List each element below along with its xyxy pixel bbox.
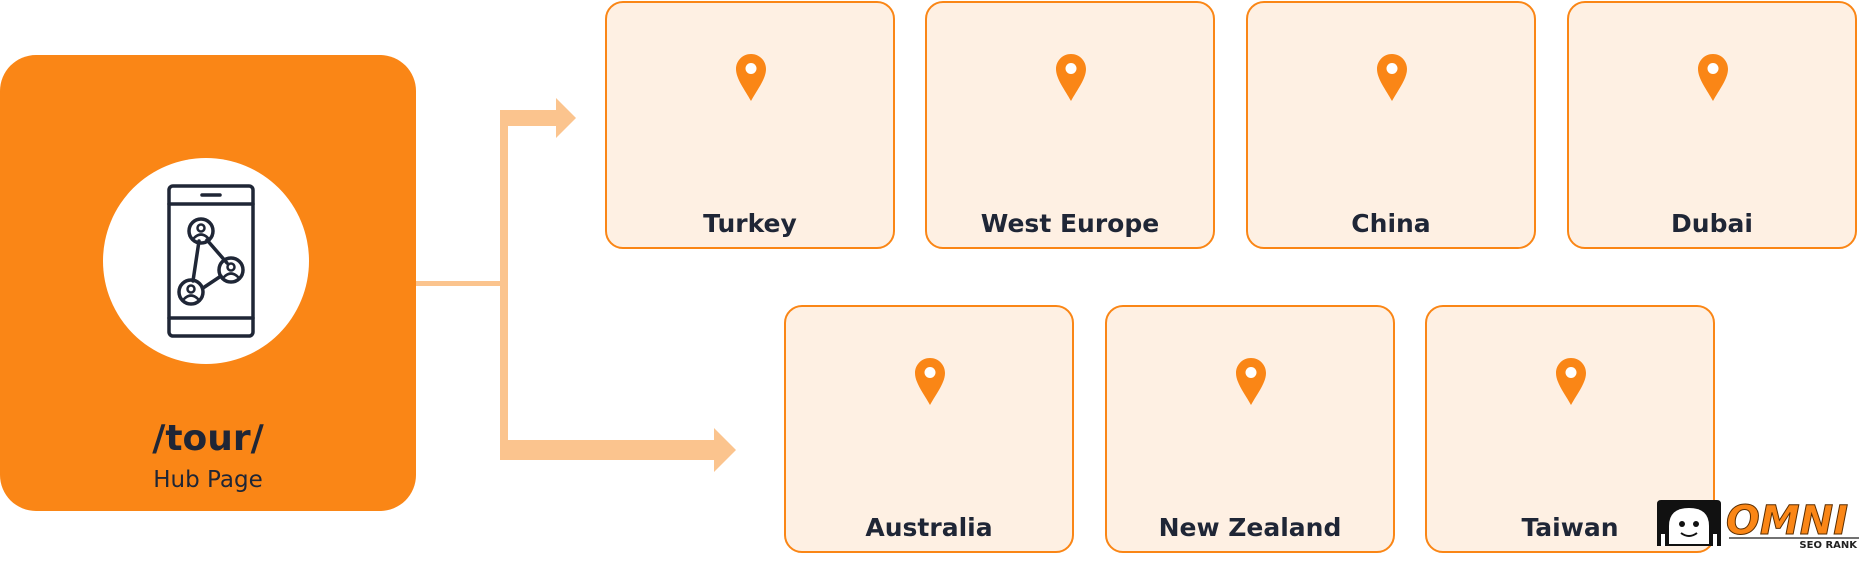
destination-label: Dubai [1671,209,1753,238]
destination-label: New Zealand [1158,513,1342,542]
destination-label: West Europe [980,209,1160,238]
connector-stem [416,281,506,286]
destination-card-australia[interactable]: Australia [784,305,1074,553]
logo-wordmark: OMNI [1726,498,1848,544]
destination-label: Taiwan [1521,513,1619,542]
omni-seo-rank-logo: OMNI SEO RANK [1657,498,1859,550]
location-pin-icon [1698,54,1728,101]
connector-trunk [500,110,508,453]
mascot-icon [1657,500,1721,546]
smartphone-network-icon [167,184,255,338]
destination-card-west-europe[interactable]: West Europe [925,1,1215,249]
location-pin-icon [1556,358,1586,405]
destination-card-dubai[interactable]: Dubai [1567,1,1857,249]
location-pin-icon [1236,358,1266,405]
logo-tagline: SEO RANK [1799,540,1858,550]
location-pin-icon [1056,54,1086,101]
destination-card-new-zealand[interactable]: New Zealand [1105,305,1395,553]
location-pin-icon [1377,54,1407,101]
destination-card-china[interactable]: China [1246,1,1536,249]
hub-icon-circle [103,158,309,364]
hub-subtitle: Hub Page [153,467,263,493]
destination-label: China [1351,209,1431,238]
destination-card-turkey[interactable]: Turkey [605,1,895,249]
location-pin-icon [915,358,945,405]
arrowhead-bottom [714,428,736,472]
hub-page-block: /tour/ Hub Page [0,55,416,511]
location-pin-icon [736,54,766,101]
arrowhead-top [556,98,576,138]
destination-label: Australia [865,513,993,542]
connector-branch-bottom [500,440,716,460]
hub-title: /tour/ [152,418,264,459]
connector-branch-top [500,110,558,126]
destination-label: Turkey [703,209,797,238]
